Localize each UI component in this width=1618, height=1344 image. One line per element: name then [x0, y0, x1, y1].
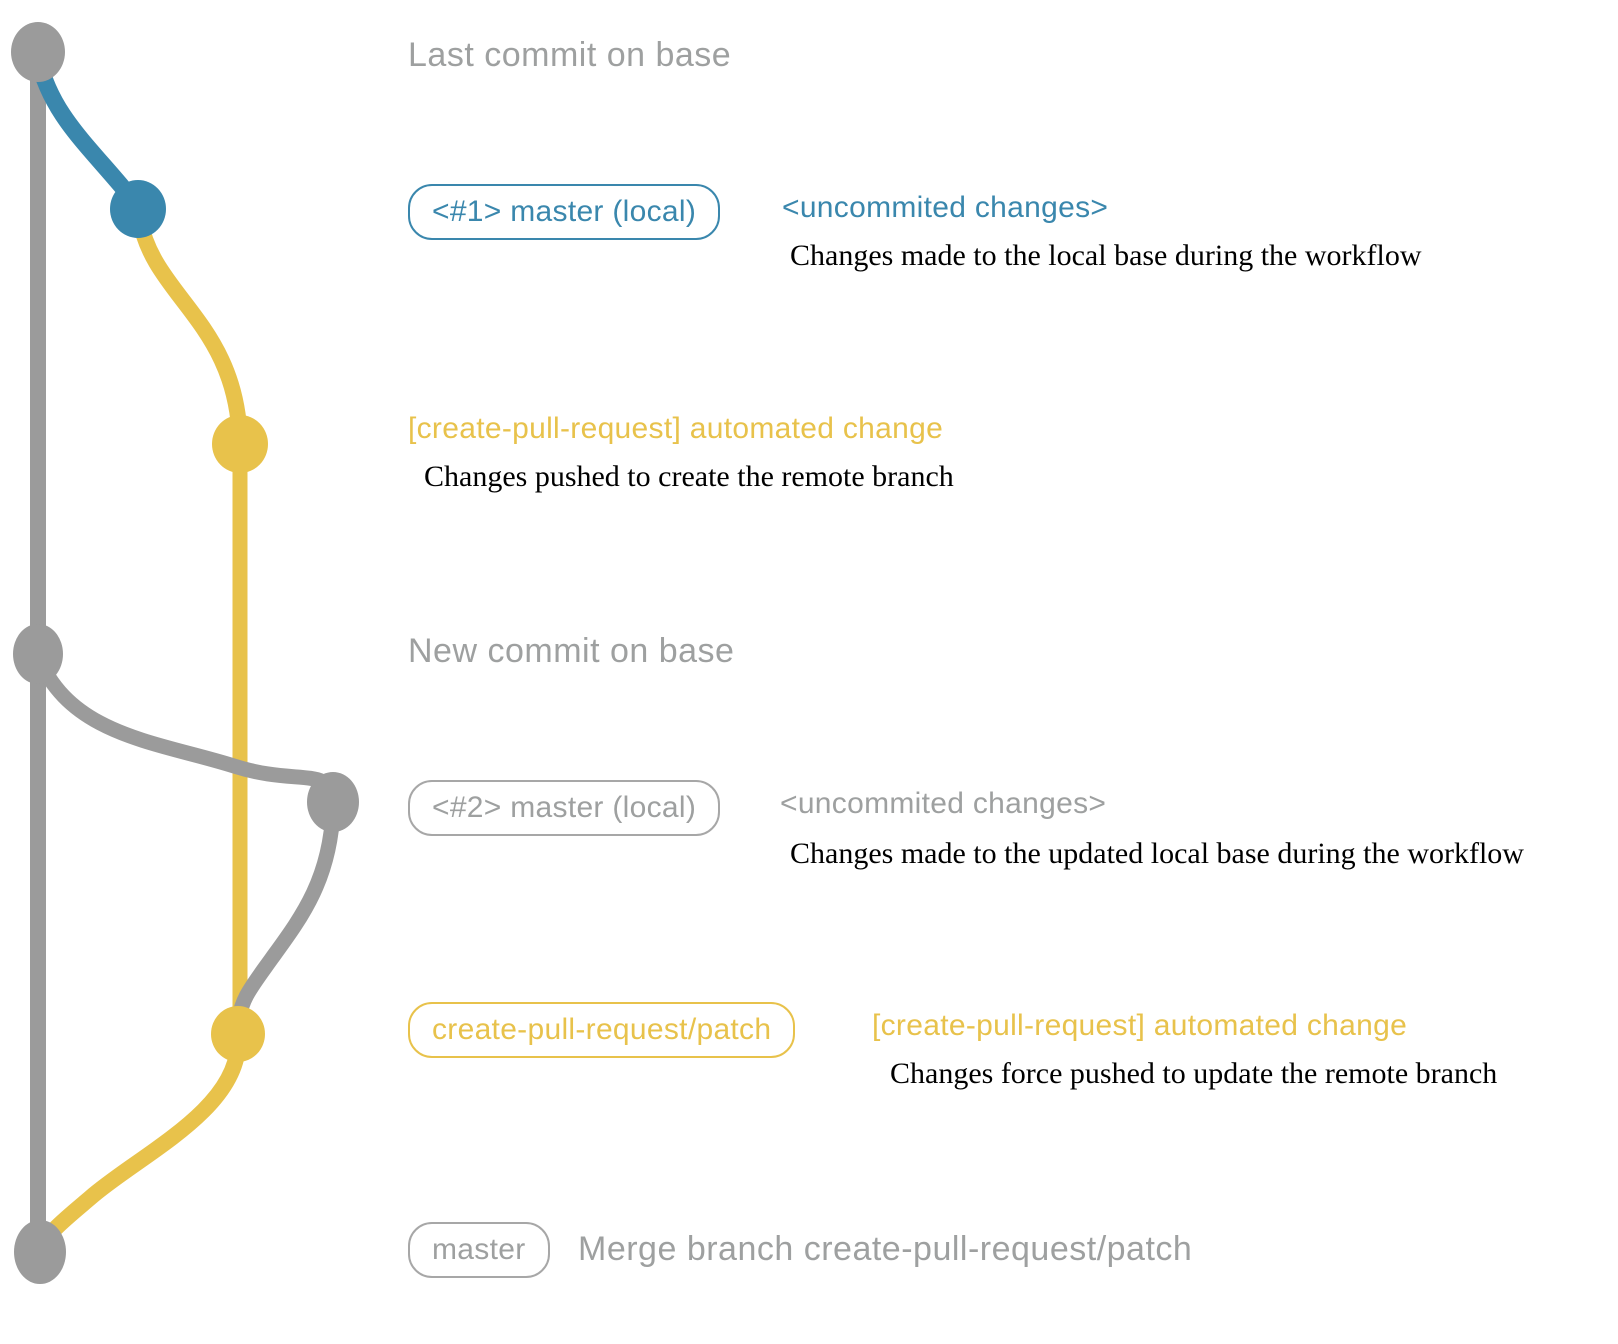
local-to-remote-curve-2 — [231, 802, 341, 1030]
desc-local-changes-1: Changes made to the local base during th… — [790, 239, 1422, 272]
title-automated-change-1: [create-pull-request] automated change — [408, 412, 944, 445]
badge-master-local-2: <#2> master (local) — [408, 780, 721, 836]
badge-master-local-1: <#1> master (local) — [408, 184, 721, 240]
local-branch-curve-1 — [29, 49, 147, 215]
title-uncommited-changes-2: <uncommited changes> — [780, 787, 1107, 820]
node-local-commit-2 — [307, 772, 359, 832]
local-branch-curve-2 — [30, 648, 341, 808]
desc-local-changes-2: Changes made to the updated local base d… — [790, 837, 1524, 870]
badge-create-pull-request-patch-label: create-pull-request/patch — [432, 1013, 772, 1046]
title-uncommited-changes-1: <uncommited changes> — [782, 191, 1109, 224]
node-new-commit-on-base — [13, 624, 63, 684]
merge-curve — [33, 1038, 246, 1258]
label-merge-branch: Merge branch create-pull-request/patch — [578, 1230, 1193, 1268]
badge-master-local-2-label: <#2> master (local) — [432, 791, 697, 824]
desc-push-create-branch: Changes pushed to create the remote bran… — [424, 460, 954, 493]
node-remote-commit-2 — [211, 1006, 265, 1062]
remote-branch-curve-1 — [132, 212, 248, 456]
desc-force-push-update-branch: Changes force pushed to update the remot… — [890, 1057, 1498, 1090]
badge-master: master — [408, 1222, 550, 1278]
node-remote-commit-1 — [212, 415, 268, 473]
badge-create-pull-request-patch: create-pull-request/patch — [408, 1002, 796, 1058]
label-new-commit-on-base: New commit on base — [408, 632, 735, 670]
label-last-commit-on-base: Last commit on base — [408, 36, 732, 74]
badge-master-local-1-label: <#1> master (local) — [432, 195, 697, 228]
title-automated-change-2: [create-pull-request] automated change — [872, 1009, 1408, 1042]
node-merge-commit — [14, 1220, 66, 1284]
node-last-commit-on-base — [11, 22, 65, 82]
badge-master-label: master — [432, 1233, 526, 1266]
node-local-commit-1 — [110, 180, 166, 238]
